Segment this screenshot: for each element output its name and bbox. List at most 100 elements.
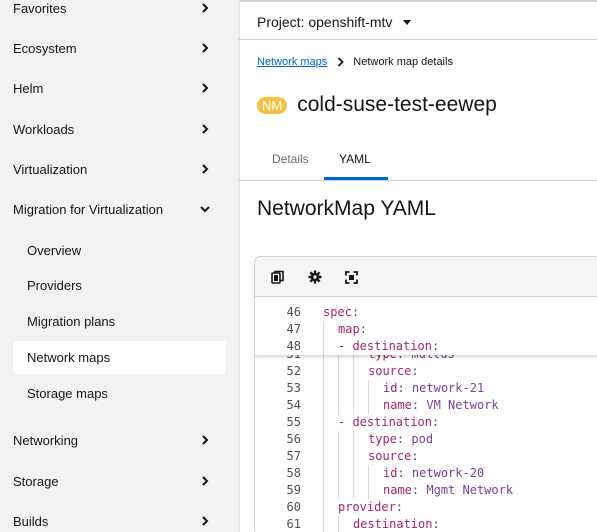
code-text: destination: — [353, 516, 440, 532]
indent-guide — [353, 465, 354, 482]
breadcrumb-current: Network map details — [353, 56, 453, 68]
indent-guide — [323, 380, 324, 397]
project-selector[interactable]: Project: openshift-mtv — [257, 12, 412, 32]
code-line: 46 spec: — [255, 304, 597, 321]
code-line: 48 - destination: — [255, 338, 597, 355]
line-number: 61 — [286, 517, 301, 531]
yaml-value: Mgmt Network — [426, 483, 514, 497]
line-number: 46 — [286, 305, 301, 319]
nav-group-workloads[interactable]: Workloads — [0, 113, 238, 145]
chevron-right-icon — [198, 474, 212, 488]
sidebar-item-network-maps[interactable]: Network maps — [13, 341, 226, 374]
line-number: 54 — [286, 398, 301, 412]
nav-group-label: Helm — [13, 80, 44, 96]
yaml-colon: : — [351, 305, 360, 319]
sidebar-item-migration-plans[interactable]: Migration plans — [13, 305, 226, 338]
yaml-space — [405, 466, 412, 480]
breadcrumb-link-network-maps[interactable]: Network maps — [257, 56, 328, 68]
indent-guide — [353, 448, 354, 465]
tab-yaml[interactable]: YAML — [339, 152, 371, 166]
yaml-dash: - — [338, 415, 353, 429]
line-number: 60 — [286, 500, 301, 514]
nav-group-label: Networking — [13, 432, 79, 448]
yaml-key: provider — [338, 500, 396, 514]
yaml-key: spec — [323, 305, 352, 319]
code-line: 60 provider: — [255, 499, 597, 516]
sidebar-item-providers[interactable]: Providers — [13, 269, 226, 302]
indent-guide — [323, 431, 324, 448]
yaml-key: source — [368, 449, 412, 463]
nav-group-ecosystem[interactable]: Ecosystem — [0, 32, 238, 64]
line-number: 52 — [286, 364, 301, 378]
yaml-colon: : — [432, 517, 440, 531]
expand-icon[interactable] — [342, 268, 360, 286]
indent-guide — [323, 397, 324, 414]
tab-bar: Details YAML — [238, 148, 597, 181]
indent-guide — [323, 321, 324, 338]
nav-group-migration-for-virtualization[interactable]: Migration for Virtualization — [0, 193, 238, 225]
sidebar-item-label: Overview — [27, 243, 82, 258]
indent-guide — [338, 482, 339, 499]
settings-icon[interactable] — [306, 268, 324, 286]
top-border — [238, 0, 597, 2]
project-label: Project: openshift-mtv — [257, 14, 393, 30]
sidebar-item-label: Storage maps — [27, 386, 108, 401]
line-number: 48 — [286, 339, 301, 353]
indent-guide — [323, 414, 324, 431]
resource-badge: NM — [257, 96, 288, 114]
chevron-right-icon — [198, 122, 212, 136]
main-content: Project: openshift-mtv Network maps Netw… — [238, 0, 597, 532]
code-text: provider: — [338, 499, 403, 516]
sidebar-item-label: Migration plans — [27, 314, 116, 329]
indent-guide — [338, 516, 339, 532]
indent-guide — [338, 363, 339, 380]
active-tab-indicator — [324, 177, 388, 180]
chevron-right-icon — [198, 41, 212, 55]
code-text: id: network-20 — [383, 465, 484, 482]
sidebar-item-overview[interactable]: Overview — [13, 234, 226, 267]
code-text: type: pod — [368, 431, 433, 448]
nav-group-builds[interactable]: Builds — [0, 505, 238, 532]
nav-group-label: Virtualization — [13, 161, 88, 177]
indent-guide — [353, 397, 354, 414]
code-line: 58 id: network-20 — [255, 465, 597, 482]
nav-group-label: Workloads — [13, 121, 75, 137]
nav-group-virtualization[interactable]: Virtualization — [0, 153, 238, 185]
nav-group-favorites[interactable]: Favorites — [0, 0, 238, 24]
line-number: 57 — [286, 449, 301, 463]
nav-group-networking[interactable]: Networking — [0, 424, 238, 456]
code-text: - destination: — [338, 338, 439, 355]
code-text: source: — [368, 448, 419, 465]
line-number: 58 — [286, 466, 301, 480]
indent-guide — [323, 516, 324, 532]
yaml-value: VM Network — [426, 398, 499, 412]
yaml-colon: : — [359, 322, 367, 336]
nav-group-label: Builds — [13, 513, 49, 529]
indent-guide — [353, 380, 354, 397]
copy-icon[interactable] — [269, 268, 287, 286]
yaml-colon: : — [431, 339, 440, 353]
indent-guide — [353, 482, 354, 499]
indent-guide — [368, 397, 369, 414]
yaml-key: map — [338, 322, 360, 336]
nav-group-helm[interactable]: Helm — [0, 72, 238, 104]
yaml-key: name — [383, 483, 412, 497]
yaml-colon: : — [396, 432, 405, 446]
nav-group-storage[interactable]: Storage — [0, 465, 238, 497]
line-number: 55 — [286, 415, 301, 429]
code-line: 57 source: — [255, 448, 597, 465]
yaml-space — [405, 381, 412, 395]
chevron-right-icon — [198, 162, 212, 176]
indent-guide — [338, 431, 339, 448]
tab-details[interactable]: Details — [272, 152, 309, 166]
indent-guide — [323, 448, 324, 465]
sidebar-item-storage-maps[interactable]: Storage maps — [13, 377, 226, 410]
yaml-key: type — [368, 432, 397, 446]
nav-group-label: Ecosystem — [13, 40, 77, 56]
yaml-key: name — [383, 398, 412, 412]
